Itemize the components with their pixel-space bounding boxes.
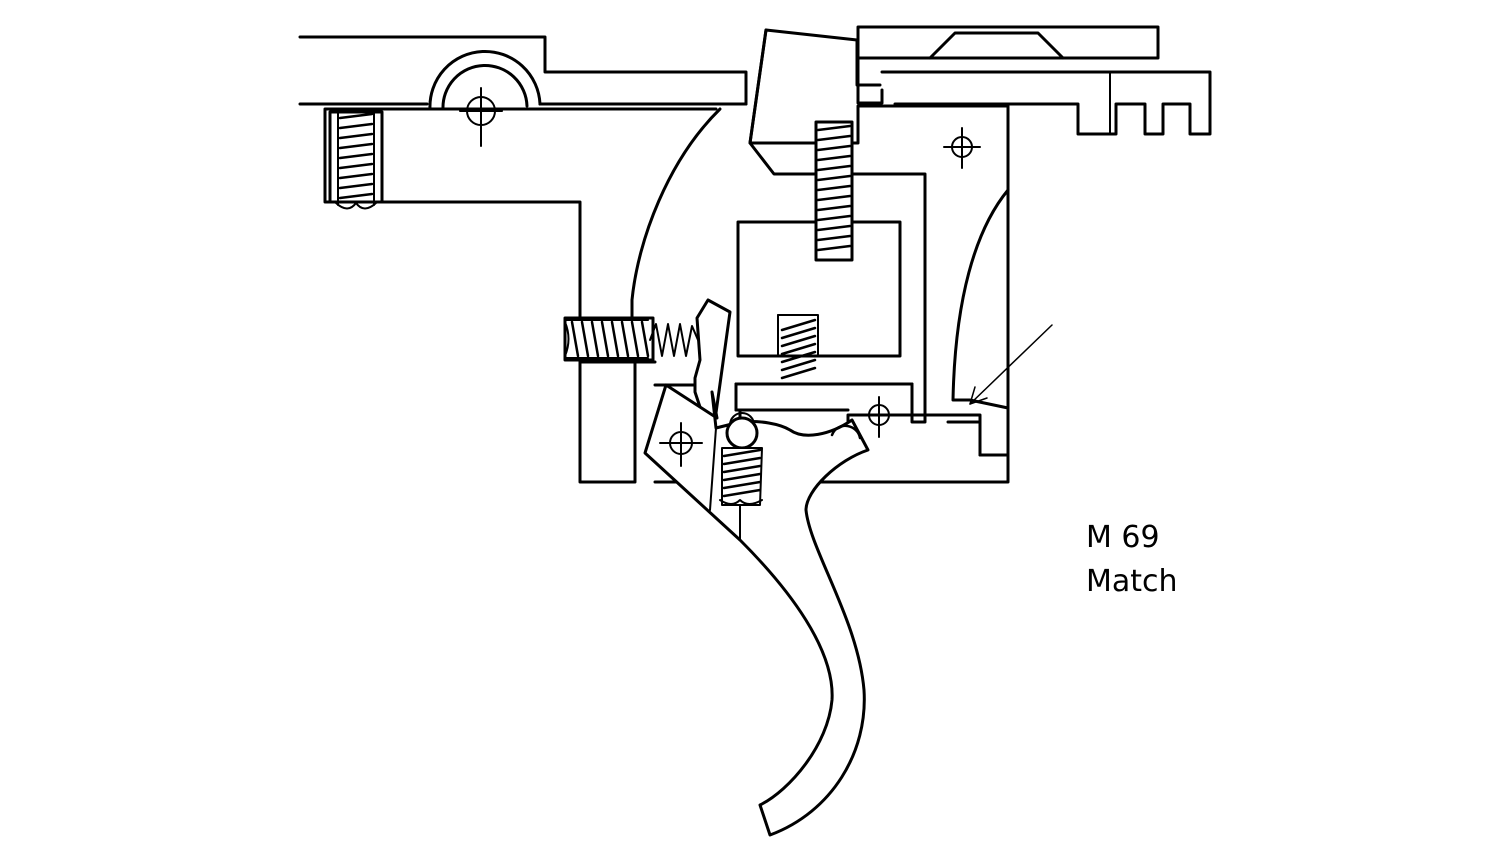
housing-pivot-pin xyxy=(460,88,502,146)
housing-right-pivot-pin xyxy=(944,128,980,168)
caption-variant: Match xyxy=(1086,564,1178,599)
trigger-plunger-spring xyxy=(720,448,762,505)
trigger-plunger-ball xyxy=(727,413,757,448)
receiver-housing xyxy=(300,37,746,482)
trigger-pivot-pin xyxy=(660,423,702,466)
figure-caption: M 69 Match xyxy=(1086,516,1178,604)
sear-plate-pivot-pin xyxy=(861,397,897,437)
lower-small-spring xyxy=(778,315,818,378)
caption-model: M 69 xyxy=(1086,520,1160,555)
horizontal-spring xyxy=(565,318,698,360)
upper-vertical-spring xyxy=(816,122,852,260)
safety-slide-block xyxy=(858,27,1210,134)
pointer-arrow xyxy=(970,325,1052,404)
trigger-stop-notch xyxy=(832,426,860,438)
left-vertical-spring xyxy=(330,112,382,209)
